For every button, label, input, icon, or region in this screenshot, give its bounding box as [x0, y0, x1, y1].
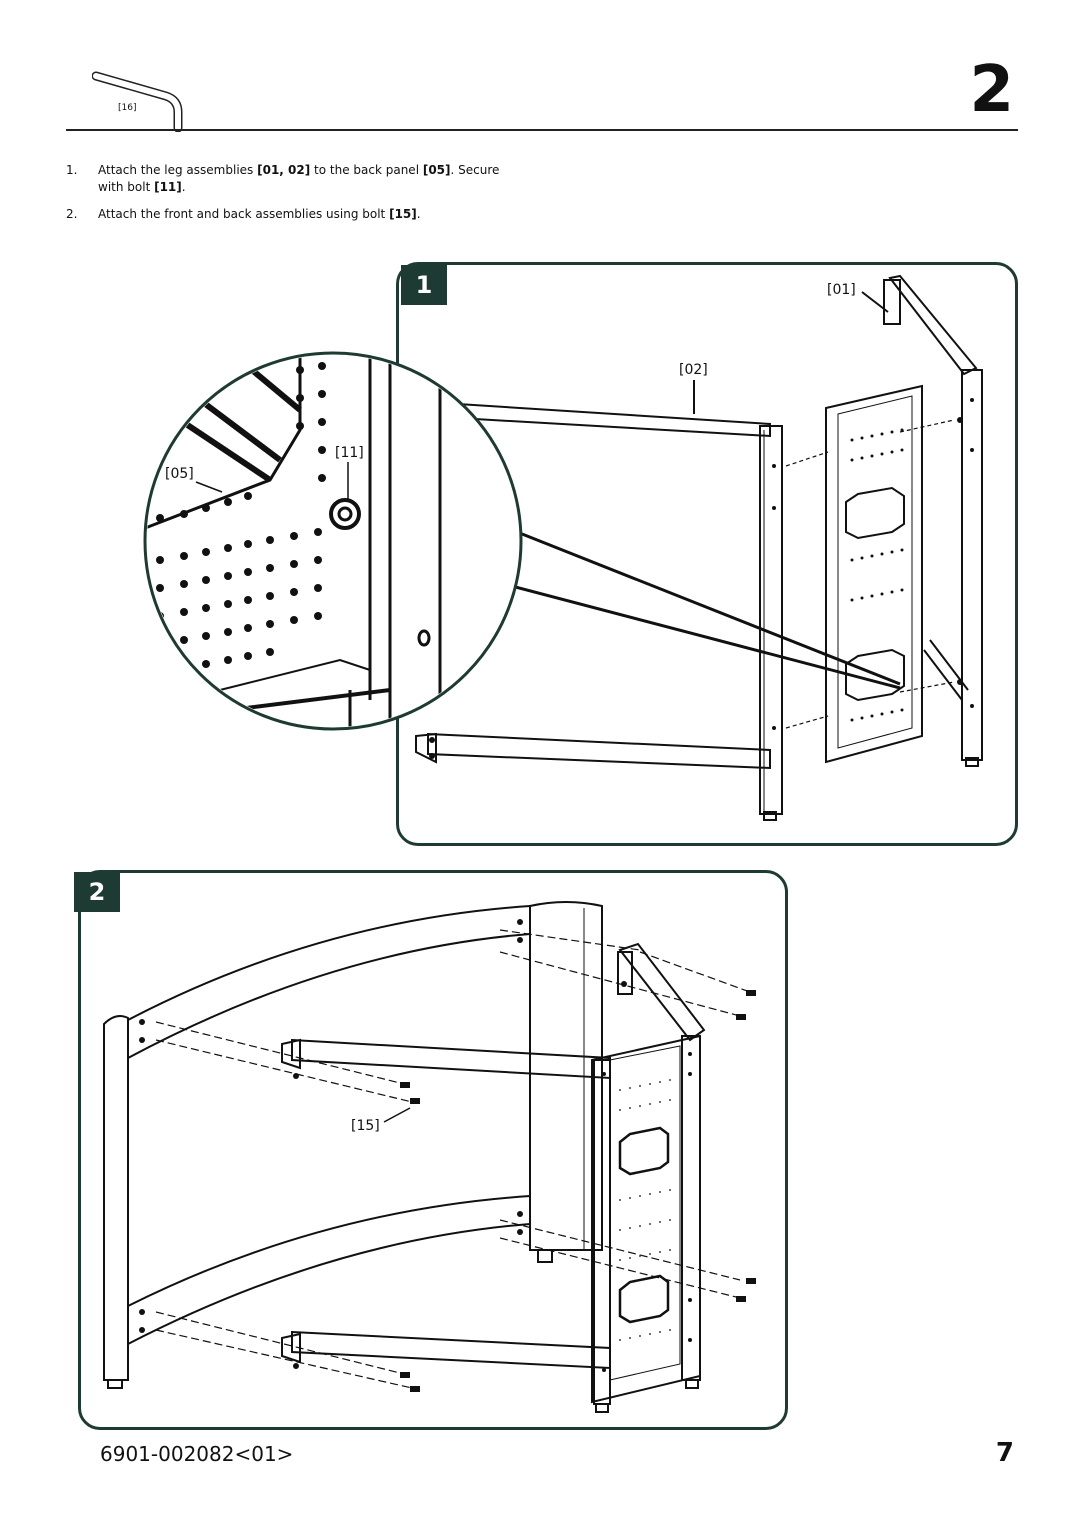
step-1-panel [396, 262, 1018, 846]
label-leg-02: [02] [678, 362, 709, 378]
step-number: 2 [969, 53, 1014, 127]
page-number: 7 [995, 1438, 1014, 1468]
label-back-panel-05: [05] [164, 466, 195, 482]
step-1-badge: 1 [401, 265, 447, 305]
header-rule [66, 129, 1018, 131]
instruction-1: 1. Attach the leg assemblies [01, 02] to… [66, 163, 500, 194]
label-bolt-11: [11] [334, 445, 365, 461]
step-2-panel [78, 870, 788, 1430]
document-code: 6901-002082<01> [100, 1442, 294, 1466]
step-2-badge: 2 [74, 872, 120, 912]
allen-key-icon [92, 70, 192, 132]
label-bolt-15: [15] [350, 1118, 381, 1134]
instruction-2: 2. Attach the front and back assemblies … [66, 207, 421, 221]
tool-label: [16] [118, 103, 137, 113]
label-leg-01: [01] [826, 282, 857, 298]
